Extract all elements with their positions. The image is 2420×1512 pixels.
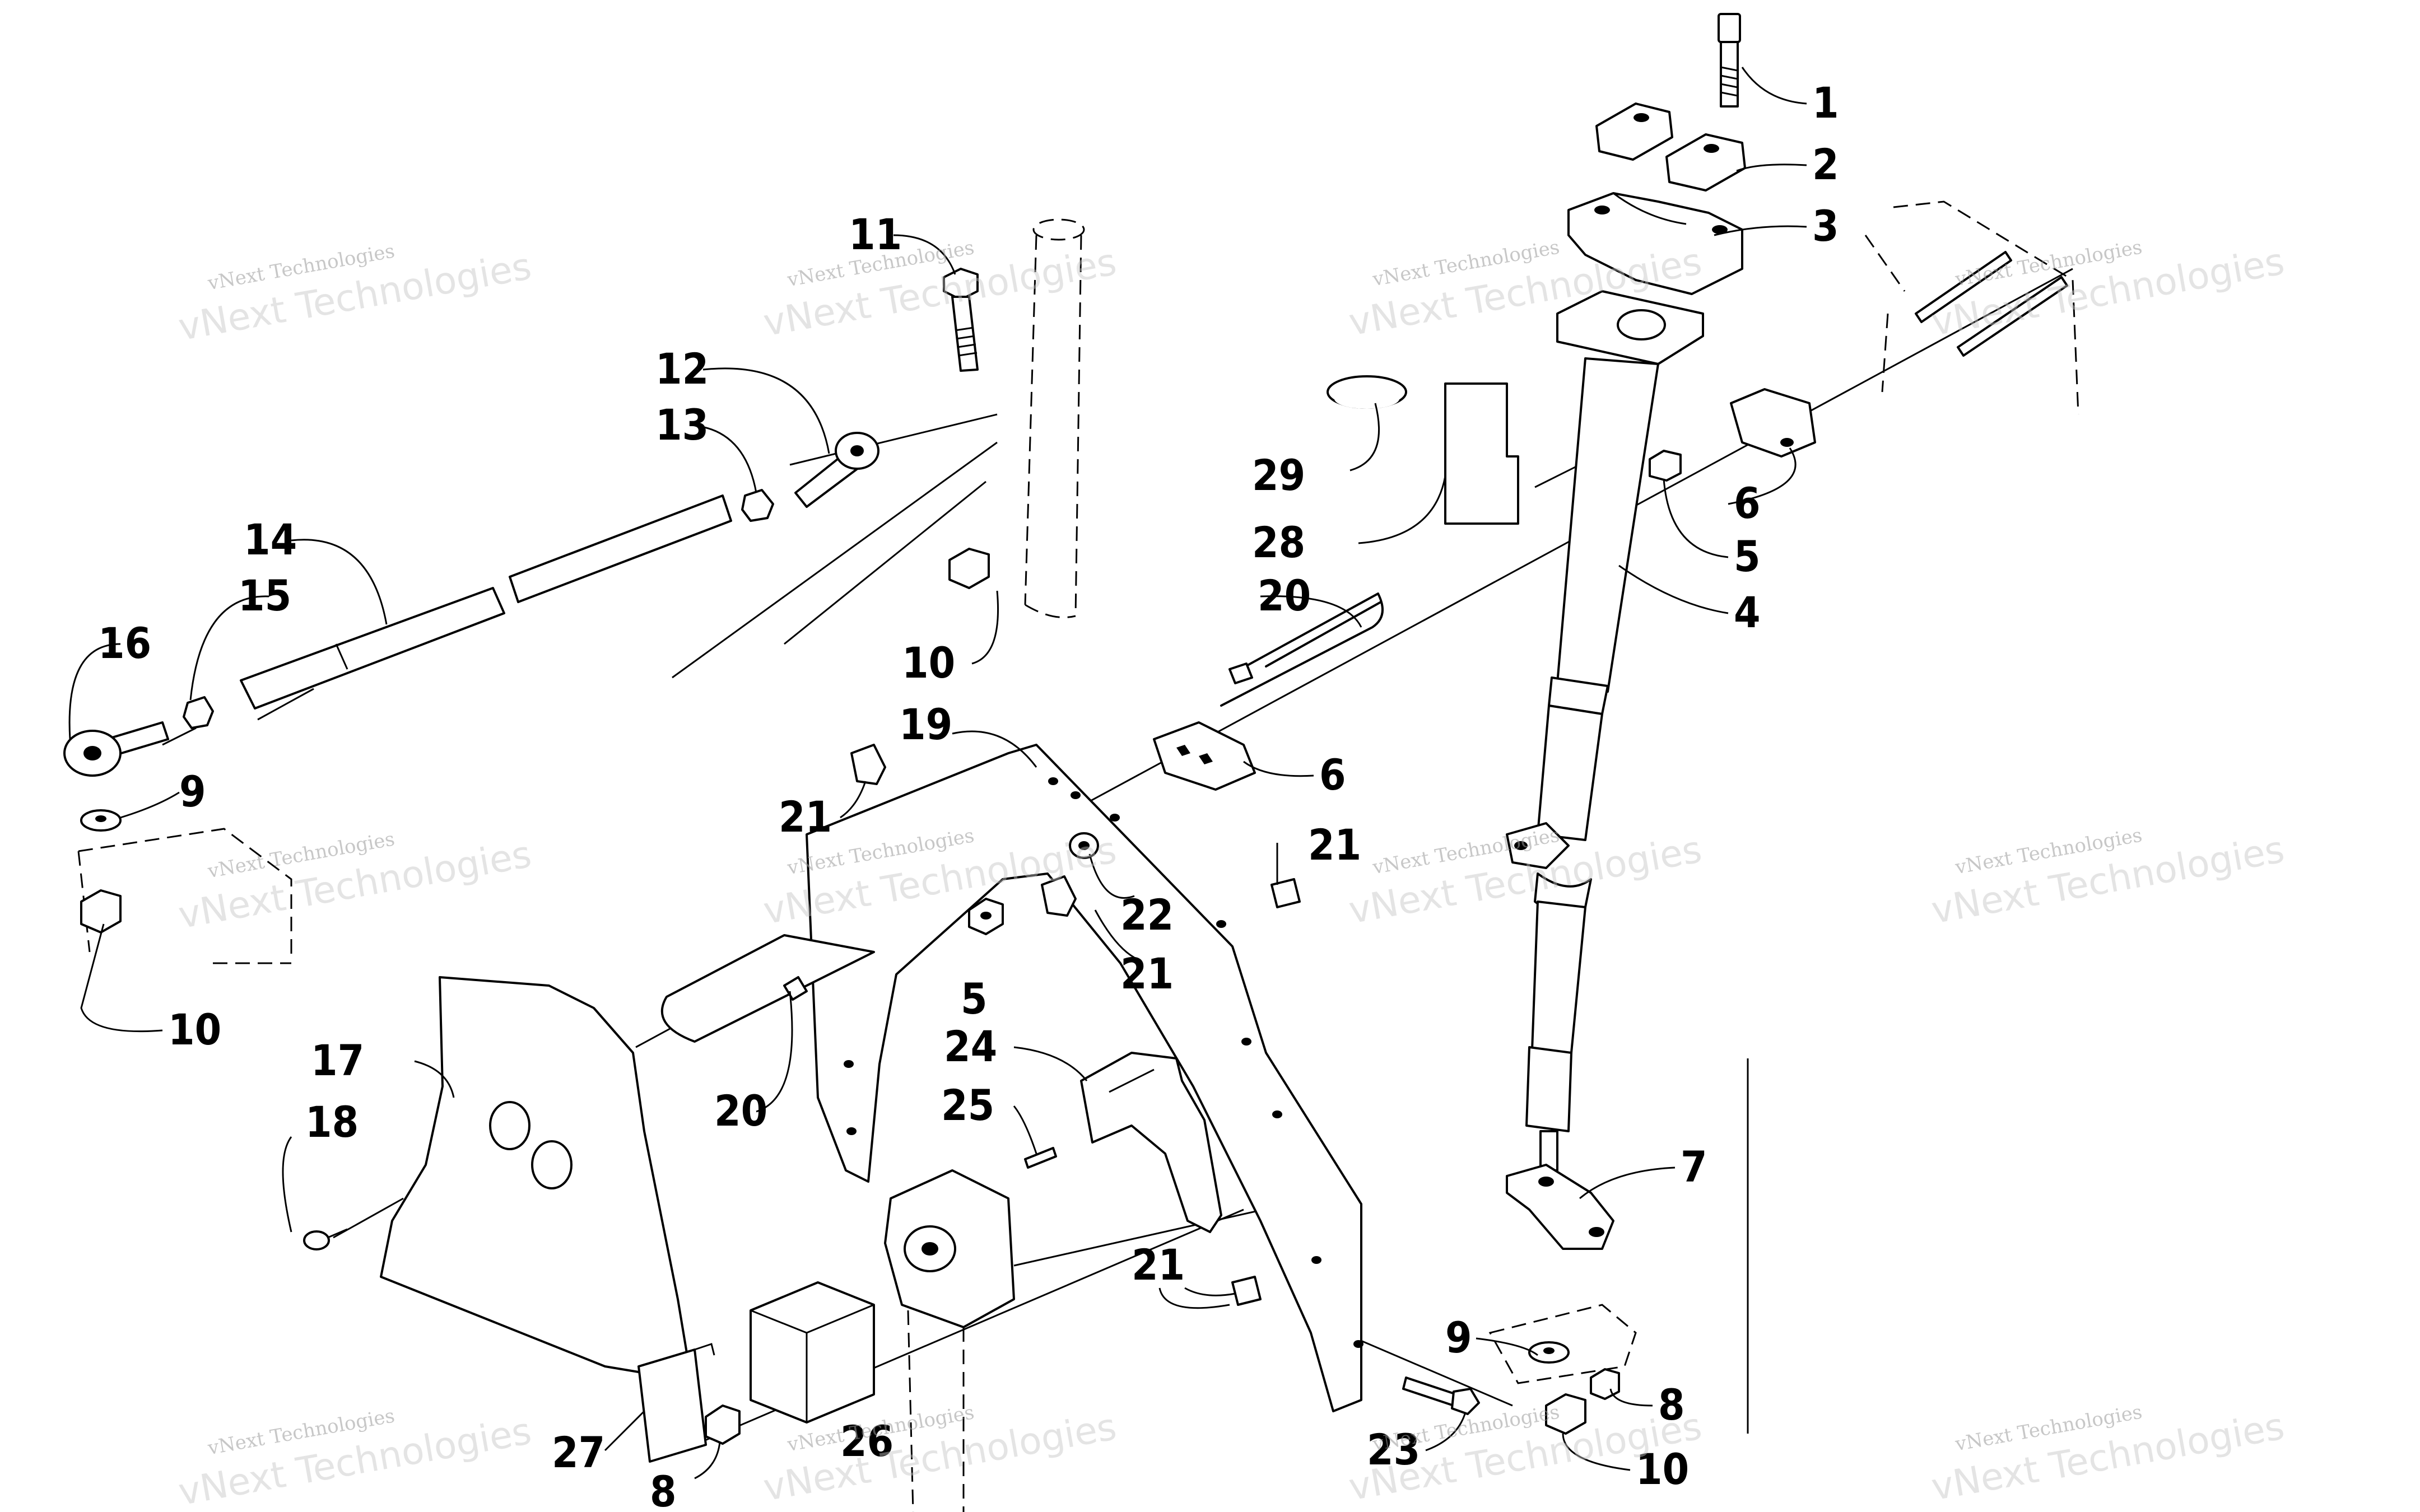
callout-21: 21 xyxy=(1132,1240,1185,1290)
washer-part-22 xyxy=(1069,832,1099,859)
callout-9: 9 xyxy=(1445,1313,1472,1362)
callout-24: 24 xyxy=(944,1021,997,1071)
rod-end-part-16 xyxy=(63,721,169,777)
callout-21: 21 xyxy=(1308,820,1361,870)
clamp-base-part-3 xyxy=(1567,192,1743,295)
clamp-cap-part-2 xyxy=(1595,102,1746,192)
tie-rod-part-14 xyxy=(240,494,732,710)
cable-part-20 xyxy=(660,592,1384,1043)
pitman-arm-part-7 xyxy=(1506,1164,1614,1250)
rod-end-part-12 xyxy=(794,432,879,508)
callout-16: 16 xyxy=(98,618,151,668)
callout-1: 1 xyxy=(1812,78,1839,128)
frame-bracket-part-19 xyxy=(806,744,1363,1412)
bolt-part-23 xyxy=(1402,1376,1480,1415)
callout-20: 20 xyxy=(1258,571,1311,620)
callout-10: 10 xyxy=(902,638,955,688)
steering-bolts xyxy=(1915,251,2068,357)
bolt-part-1 xyxy=(1718,13,1741,108)
callout-5: 5 xyxy=(961,974,988,1024)
callout-27: 27 xyxy=(552,1427,605,1477)
callout-29: 29 xyxy=(1252,450,1305,500)
callout-28: 28 xyxy=(1252,517,1305,567)
callout-9: 9 xyxy=(179,767,206,816)
callout-21: 21 xyxy=(1120,949,1174,998)
shield-panel-part-17 xyxy=(380,976,690,1379)
callout-23: 23 xyxy=(1367,1425,1420,1474)
callout-11: 11 xyxy=(849,209,902,259)
callout-8: 8 xyxy=(1658,1380,1685,1430)
callout-numbers: 1 2 3 4 5 6 7 8 9 10 10 9 10 11 12 13 14… xyxy=(98,78,1839,1512)
callout-14: 14 xyxy=(244,515,297,564)
bolt-part-11 xyxy=(943,268,979,372)
jam-nut-part-15 xyxy=(183,696,214,729)
callout-6: 6 xyxy=(1319,750,1346,800)
callout-20: 20 xyxy=(714,1086,767,1136)
fitting-part-21 xyxy=(850,744,1301,1306)
callout-18: 18 xyxy=(305,1097,359,1147)
locknut-part-10 xyxy=(80,548,1586,1435)
callout-12: 12 xyxy=(655,344,709,394)
callout-3: 3 xyxy=(1812,201,1839,251)
callout-10: 10 xyxy=(1636,1444,1689,1494)
callout-21: 21 xyxy=(779,792,832,842)
callout-6: 6 xyxy=(1734,478,1761,528)
callout-26: 26 xyxy=(840,1416,893,1466)
mount-block-part-6 xyxy=(1153,388,1816,791)
callout-22: 22 xyxy=(1120,890,1174,940)
jam-nut-part-13 xyxy=(741,489,774,522)
nut-part-5 xyxy=(968,450,1682,935)
leader-lines xyxy=(68,67,1807,1480)
callout-10: 10 xyxy=(168,1005,221,1054)
callout-19: 19 xyxy=(899,699,952,749)
screw-part-18 xyxy=(303,1228,348,1250)
steering-post-part-4 xyxy=(1506,290,1704,1172)
ghost-reference-parts xyxy=(77,200,2079,1512)
pad-part-28 xyxy=(1444,382,1519,525)
callout-13: 13 xyxy=(655,400,709,450)
callout-17: 17 xyxy=(311,1035,364,1085)
clamp-ring-part-29 xyxy=(1327,375,1407,409)
callout-15: 15 xyxy=(238,571,291,620)
callout-25: 25 xyxy=(941,1080,994,1130)
washer-part-9 xyxy=(80,809,1570,1364)
mount-plate-part-24 xyxy=(1080,1052,1222,1233)
callout-7: 7 xyxy=(1681,1142,1707,1192)
callout-8: 8 xyxy=(650,1467,677,1512)
callout-4: 4 xyxy=(1734,587,1761,637)
bracket-part-27 xyxy=(637,1343,715,1463)
pin-part-25 xyxy=(1024,1147,1057,1169)
callout-5: 5 xyxy=(1734,531,1761,581)
control-box-part-26 xyxy=(750,1169,1015,1424)
callout-2: 2 xyxy=(1812,139,1839,189)
